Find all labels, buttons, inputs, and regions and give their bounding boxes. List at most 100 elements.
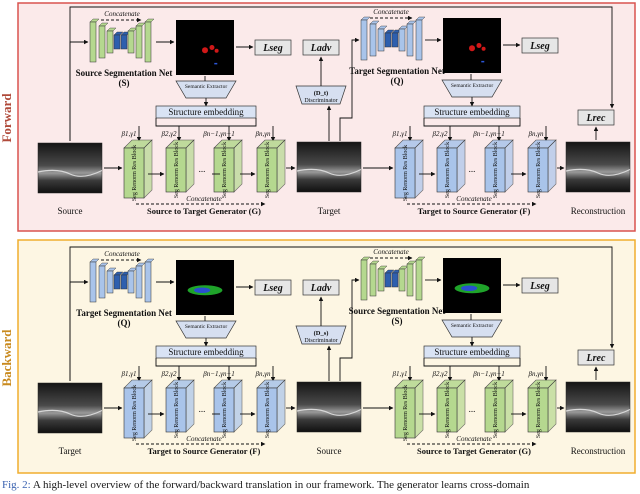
- bwd-gen2-block-3-label: Seg Renorm Res Block: [536, 382, 542, 438]
- fwd-ladv-box: [302, 39, 340, 56]
- bwd-seg-net-1-layer-3: [113, 274, 121, 290]
- fwd-gen1-block-3-front: [256, 147, 278, 193]
- bwd-lseg-1-box: [254, 279, 292, 296]
- bwd-mid-image-layer-line: [296, 408, 362, 416]
- bwd-output-label: Reconstruction: [571, 446, 626, 456]
- fwd-mid-image-scan: [296, 141, 362, 193]
- bwd-ladv: Ladv: [302, 279, 340, 296]
- caption-label: Fig. 2:: [2, 479, 31, 491]
- bwd-beta-g1-0: β1,γ1: [121, 370, 137, 378]
- fwd-gen1-block-3-side: [276, 139, 286, 193]
- bwd-gen2-block-0-front: [394, 387, 416, 439]
- fwd-gen2-block-0-side: [414, 139, 424, 199]
- fwd-bus-1: [155, 118, 257, 127]
- bwd-concat-bottom-1: Concatenate: [186, 435, 221, 443]
- fwd-arrow-input-lrec: [69, 6, 615, 141]
- bwd-beta-g1-2: βn−1,γn−1: [202, 370, 234, 378]
- fwd-structure-2-label: Structure embedding: [434, 107, 510, 117]
- fwd-gen1-block-2: Seg Renorm Res Block: [213, 139, 243, 198]
- bwd-ladv-label: Ladv: [310, 283, 332, 294]
- bwd-beta-g2-1: β2,γ2: [432, 370, 448, 378]
- fwd-arrow-mid-seg2: [339, 37, 360, 141]
- bwd-seg-map-2-fluid: [460, 285, 478, 291]
- bwd-arrow-mid-seg2: [339, 277, 360, 381]
- fwd-seg-net-1: [89, 18, 155, 63]
- fwd-seg-map-2-blob1: [469, 45, 475, 52]
- fwd-gen2-block-0-label: Seg Renorm Res Block: [403, 145, 409, 201]
- bwd-lseg-2-box: [521, 277, 559, 294]
- fwd-input-image-layer-line: [37, 169, 103, 177]
- bwd-gen2-block-0: Seg Renorm Res Block: [394, 379, 424, 441]
- bwd-concat-top-1: Concatenate: [104, 250, 139, 258]
- fwd-gen1-block-1: Seg Renorm Res Block: [165, 139, 195, 198]
- fwd-beta-g1-1: β2,γ2: [161, 130, 177, 138]
- fwd-gen2-block-2: Seg Renorm Res Block: [484, 139, 514, 198]
- fwd-discriminator-shape: [295, 85, 347, 105]
- fwd-gen2-block-3-front: [527, 147, 549, 193]
- bwd-seg-net-2-tag: (S): [392, 316, 403, 326]
- fwd-mid-image-layer-line: [296, 168, 362, 176]
- fwd-beta-g2-0: β1,γ1: [392, 130, 408, 138]
- fwd-seg-map-2-blob3: [481, 46, 486, 51]
- fwd-seg-net-2-layer-5: [398, 28, 406, 52]
- bwd-discriminator-label: Discriminator: [304, 338, 337, 344]
- backward-label: Backward: [0, 329, 14, 387]
- bwd-input-image: [37, 382, 103, 434]
- fwd-seg-map-1-blob1: [202, 47, 208, 54]
- bwd-seg-net-1-tag: (Q): [118, 318, 131, 328]
- fwd-structure-1: Structure embedding: [155, 105, 257, 119]
- bwd-seg-net-1-layer-0: [89, 261, 97, 303]
- fwd-seg-map-2: [443, 18, 501, 73]
- fwd-gen2-block-2-side: [504, 139, 514, 193]
- bwd-input-image-scan: [37, 382, 103, 434]
- fwd-gen2-label: Target to Source Generator (F): [418, 206, 531, 216]
- bwd-seg-net-2-label: Source Segmentation Net: [349, 306, 446, 316]
- bwd-gen2-block-2-label: Seg Renorm Res Block: [493, 382, 499, 438]
- fwd-ladv-label: Ladv: [310, 43, 332, 54]
- fwd-gen1-block-0: Seg Renorm Res Block: [123, 139, 153, 201]
- bwd-beta-g1-1: β2,γ2: [161, 370, 177, 378]
- bwd-gen1-block-2-side: [233, 379, 243, 433]
- bwd-seg-map-1-fluid: [193, 287, 211, 293]
- fwd-input-label: Source: [58, 206, 83, 216]
- fwd-seg-net-2-layer-0: [360, 19, 368, 61]
- bwd-seg-net-2: [360, 256, 426, 301]
- bwd-extractor-1-shape: [175, 320, 237, 339]
- bwd-mid-image: [296, 381, 362, 433]
- fwd-seg-net-1-tag: (S): [119, 78, 130, 88]
- fwd-gen1-block-2-side: [233, 139, 243, 193]
- bwd-seg-net-2-layer-1: [369, 263, 377, 297]
- bwd-seg-map-1: [176, 260, 234, 315]
- bwd-lseg-2: Lseg: [521, 277, 559, 294]
- fwd-mid-label: Target: [318, 206, 341, 216]
- fwd-gen2-block-3-label: Seg Renorm Res Block: [536, 142, 542, 198]
- fwd-beta-g2-1: β2,γ2: [432, 130, 448, 138]
- bwd-gen2-block-0-side: [414, 379, 424, 439]
- bwd-gen1-block-1-front: [165, 387, 187, 433]
- bwd-seg-net-1: [89, 258, 155, 303]
- bwd-seg-net-1-layer-6: [135, 265, 143, 299]
- bwd-gen1-dots: ...: [199, 404, 206, 414]
- fwd-gen2-block-1-front: [436, 147, 458, 193]
- bwd-extractor-1-label: Semantic Extractor: [185, 324, 227, 330]
- fwd-structure-1-label: Structure embedding: [168, 107, 244, 117]
- bwd-gen2-block-2: Seg Renorm Res Block: [484, 379, 514, 438]
- fwd-seg-map-1-blob2: [209, 45, 215, 50]
- bwd-ladv-box: [302, 279, 340, 296]
- fwd-seg-net-2-layer-2: [377, 28, 385, 52]
- fwd-lseg-2-label: Lseg: [529, 41, 549, 52]
- bwd-gen1-block-0-front: [123, 387, 145, 439]
- fwd-gen2-block-2-front: [484, 147, 506, 193]
- fwd-gen2-block-0-front: [394, 147, 416, 199]
- fwd-discriminator-label: Discriminator: [304, 98, 337, 104]
- fwd-extractor-1: Semantic Extractor: [175, 80, 237, 99]
- bwd-beta-g2-2: βn−1,γn−1: [472, 370, 504, 378]
- fwd-gen1-block-3-label: Seg Renorm Res Block: [265, 142, 271, 198]
- fwd-output-image: [565, 141, 631, 193]
- bwd-gen1-block-3-side: [276, 379, 286, 433]
- fwd-seg-net-1-layer-4: [120, 34, 128, 50]
- bwd-mid-label: Source: [317, 446, 342, 456]
- bwd-beta-g2-0: β1,γ1: [392, 370, 408, 378]
- bwd-gen1-block-1-side: [185, 379, 195, 433]
- fwd-seg-net-1-layer-0: [89, 21, 97, 63]
